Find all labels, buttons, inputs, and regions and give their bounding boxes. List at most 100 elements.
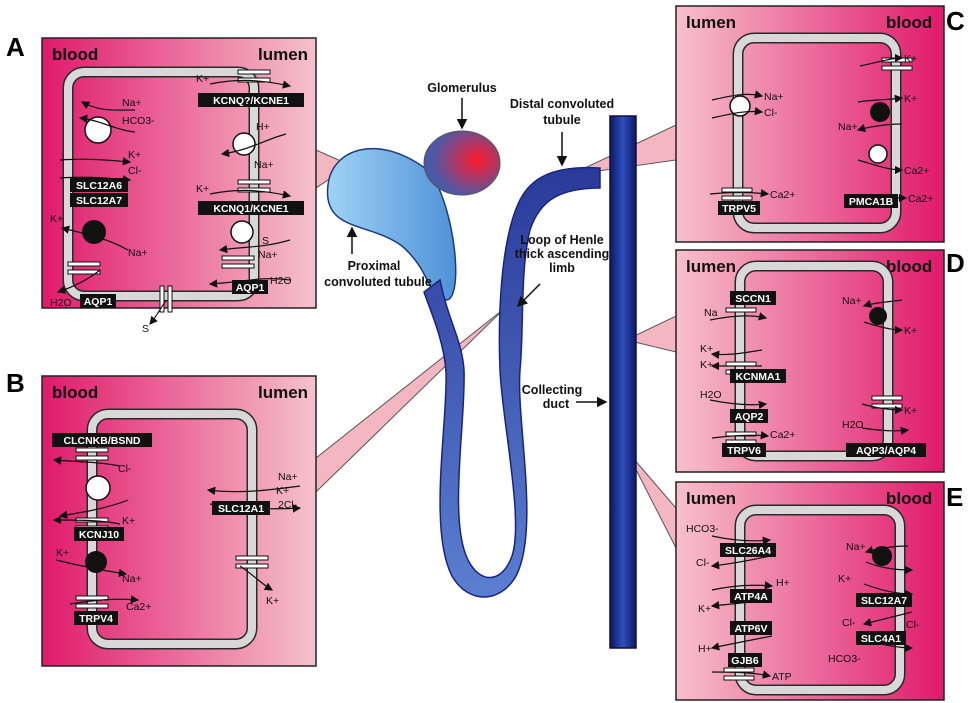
transporter-circle [233,133,255,155]
ion-label: 2Cl- [278,499,298,511]
ion-label: K+ [838,573,851,585]
ion-label: H2O [270,275,292,287]
panel-c-right-label: blood [886,13,932,32]
panel-c-left-label: lumen [686,13,736,32]
ion-label: K+ [56,547,69,559]
ion-label: K+ [122,515,135,527]
cd-label: Collecting [522,383,582,397]
glomerulus-label: Glomerulus [427,81,497,95]
cd-label-2: duct [543,397,570,411]
pct-label-2: convoluted tubule [324,275,432,289]
ion-label: K+ [266,595,279,607]
ion-label: Ca2+ [770,429,795,441]
panel-d-box [676,250,944,472]
ion-label: Na+ [128,247,148,259]
transporter-tag: CLCNKB/BSND [64,435,141,447]
ion-label: K+ [904,53,917,65]
ion-label: S [142,323,149,335]
transporter-tag: KCNMA1 [736,371,781,383]
panel-e: E lumen blood SLC26A4 ATP4A ATP6V GJB6 S… [676,482,963,700]
ion-label: H+ [698,643,712,655]
transporter-circle [231,221,253,243]
transporter-tag: ATP4A [734,591,768,603]
transporter-tag: SLC12A7 [76,195,122,207]
ion-label: Na+ [846,541,866,553]
transporter-tag: AQP2 [735,411,764,423]
transporter-tag: SLC4A1 [861,633,901,645]
ion-label: Na+ [764,91,784,103]
transporter-tag: KCNQ?/KCNE1 [213,95,289,107]
dct-label-2: tubule [543,113,581,127]
transporter-tag: SCCN1 [735,293,771,305]
ion-label: Na+ [122,97,142,109]
dct-label: Distal convoluted [510,97,614,111]
panel-b: B blood lumen CLCNKB/BSND KCNJ10 TRPV4 S… [6,368,316,666]
glomerulus [424,131,500,195]
panel-b-left-label: blood [52,383,98,402]
ion-label: H2O [50,297,72,309]
ion-label: Cl- [906,619,920,631]
ion-label: ATP [772,671,792,683]
ion-label: S [262,235,269,247]
transporter-tag: SLC12A7 [861,595,907,607]
panel-a-left-label: blood [52,45,98,64]
transporter-tag: PMCA1B [849,196,894,208]
panel-c-letter: C [946,6,965,36]
ion-label: Na+ [122,573,142,585]
ion-label: Na+ [254,159,274,171]
panel-a-letter: A [6,32,25,62]
transporter-tag: SLC26A4 [725,545,771,557]
loop-label: Loop of Henle [520,233,603,247]
transporter-tag: SLC12A6 [76,180,122,192]
transporter-tag: AQP1 [84,296,113,308]
panel-e-letter: E [946,482,963,512]
ion-label: K+ [904,405,917,417]
callout-b [316,308,505,492]
panel-d: D lumen blood SCCN1 KCNMA1 AQP2 TRPV6 AQ… [676,248,965,472]
ion-label: HCO3- [122,115,155,127]
ion-label: Cl- [764,107,778,119]
ion-label: K+ [128,149,141,161]
transporter-tag: TRPV5 [722,203,756,215]
ion-label: HCO3- [686,523,719,535]
loop-label-3: limb [549,261,575,275]
ion-label: K+ [700,359,713,371]
ion-label: H2O [700,389,722,401]
ion-label: Cl- [842,617,856,629]
ion-label: Ca2+ [904,165,929,177]
panel-b-right-label: lumen [258,383,308,402]
panel-a-box [42,38,316,308]
transporter-tag: SLC12A1 [218,503,264,515]
ion-label: K+ [700,343,713,355]
panel-d-right-label: blood [886,257,932,276]
panel-e-right-label: blood [886,489,932,508]
panel-d-letter: D [946,248,965,278]
pct-label: Proximal [348,259,401,273]
ion-label: K+ [276,485,289,497]
ion-label: K+ [698,603,711,615]
ion-label: Cl- [128,165,142,177]
ion-label: Na+ [258,249,278,261]
ion-label: HCO3- [828,653,861,665]
ion-label: Ca2+ [770,189,795,201]
ion-label: Cl- [118,463,132,475]
ion-label: Na+ [838,121,858,133]
transporter-tag: ATP6V [734,623,767,635]
transporter-tag: TRPV6 [727,445,761,457]
panel-e-left-label: lumen [686,489,736,508]
panel-c: C lumen blood TRPV5 PMCA1B Na+ Cl- Ca2+ … [676,6,965,242]
ion-label: Na+ [278,471,298,483]
collecting-duct [610,116,636,648]
ion-label: Ca2+ [126,601,151,613]
transporter-tag: AQP1 [236,282,265,294]
ion-label: Na+ [842,295,862,307]
ion-label: H+ [776,577,790,589]
panel-a-right-label: lumen [258,45,308,64]
ion-label: K+ [904,325,917,337]
panel-a: A blood lumen [6,32,316,335]
transporter-tag: KCNQ1/KCNE1 [213,203,288,215]
ion-label: Na [704,307,718,319]
transporter-circle [82,220,106,244]
panel-d-left-label: lumen [686,257,736,276]
